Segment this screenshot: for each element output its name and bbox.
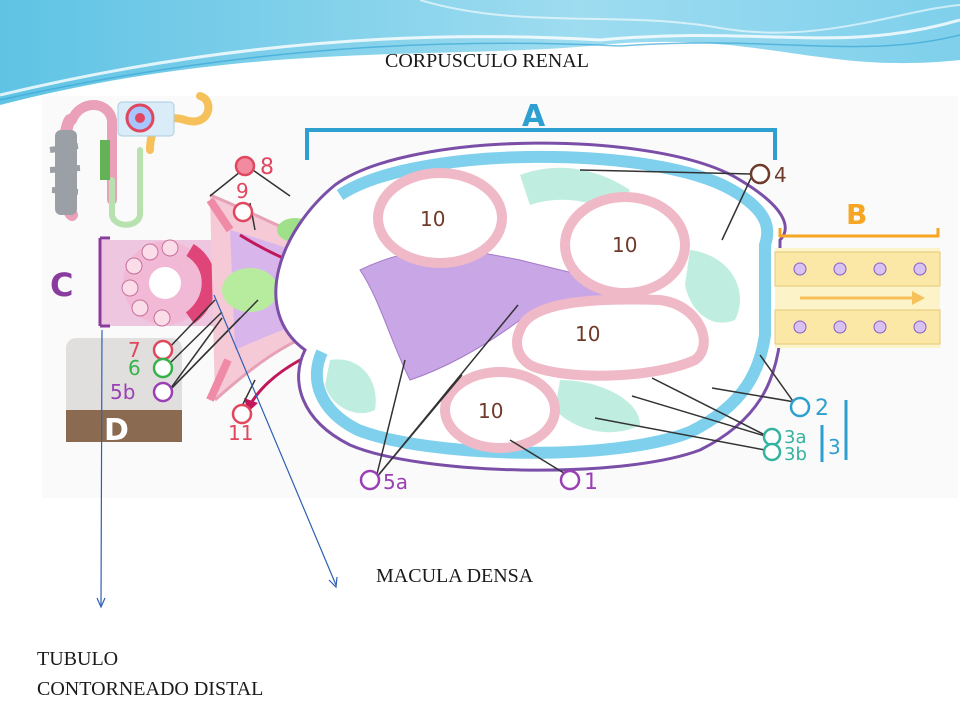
proximal-tubule (774, 228, 941, 348)
region-c-letter: C (50, 266, 73, 304)
label-3-bracket (820, 400, 848, 462)
label-2: 2 (815, 396, 829, 421)
label-5b: 5b (110, 380, 135, 404)
label-4: 4 (774, 163, 787, 187)
label-10-middle: 10 (575, 322, 600, 346)
label-11: 11 (228, 421, 253, 445)
label-5a: 5a (383, 470, 408, 494)
macula-densa-label: MACULA DENSA (376, 565, 534, 587)
capillary-loops (373, 168, 709, 453)
label-9: 9 (236, 179, 249, 203)
slide-title: CORPUSCULO RENAL (385, 50, 589, 72)
label-8: 8 (260, 155, 274, 180)
label-6: 6 (128, 356, 141, 380)
region-d-letter: D (104, 413, 129, 448)
label-10-bottom: 10 (478, 399, 503, 423)
top-banner (0, 0, 960, 105)
callout-markers (152, 155, 811, 491)
label-10-top-right: 10 (612, 233, 637, 257)
region-a-letter: A (522, 99, 546, 134)
slide-arrows (96, 294, 338, 609)
region-d-box (66, 338, 182, 442)
region-a-bracket (305, 128, 777, 160)
distal-tubule-section (98, 236, 220, 328)
nephron-thumbnail (49, 92, 213, 228)
label-1: 1 (584, 470, 598, 495)
label-3b: 3b (784, 444, 807, 465)
region-b-letter: B (846, 198, 867, 231)
label-3a: 3a (784, 427, 806, 448)
label-10-top-left: 10 (420, 207, 445, 231)
distal-tubule-label-line1: TUBULO (37, 648, 119, 670)
distal-tubule-label-line2: CONTORNEADO DISTAL (37, 678, 264, 700)
label-3: 3 (828, 435, 841, 459)
label-7: 7 (128, 338, 141, 362)
